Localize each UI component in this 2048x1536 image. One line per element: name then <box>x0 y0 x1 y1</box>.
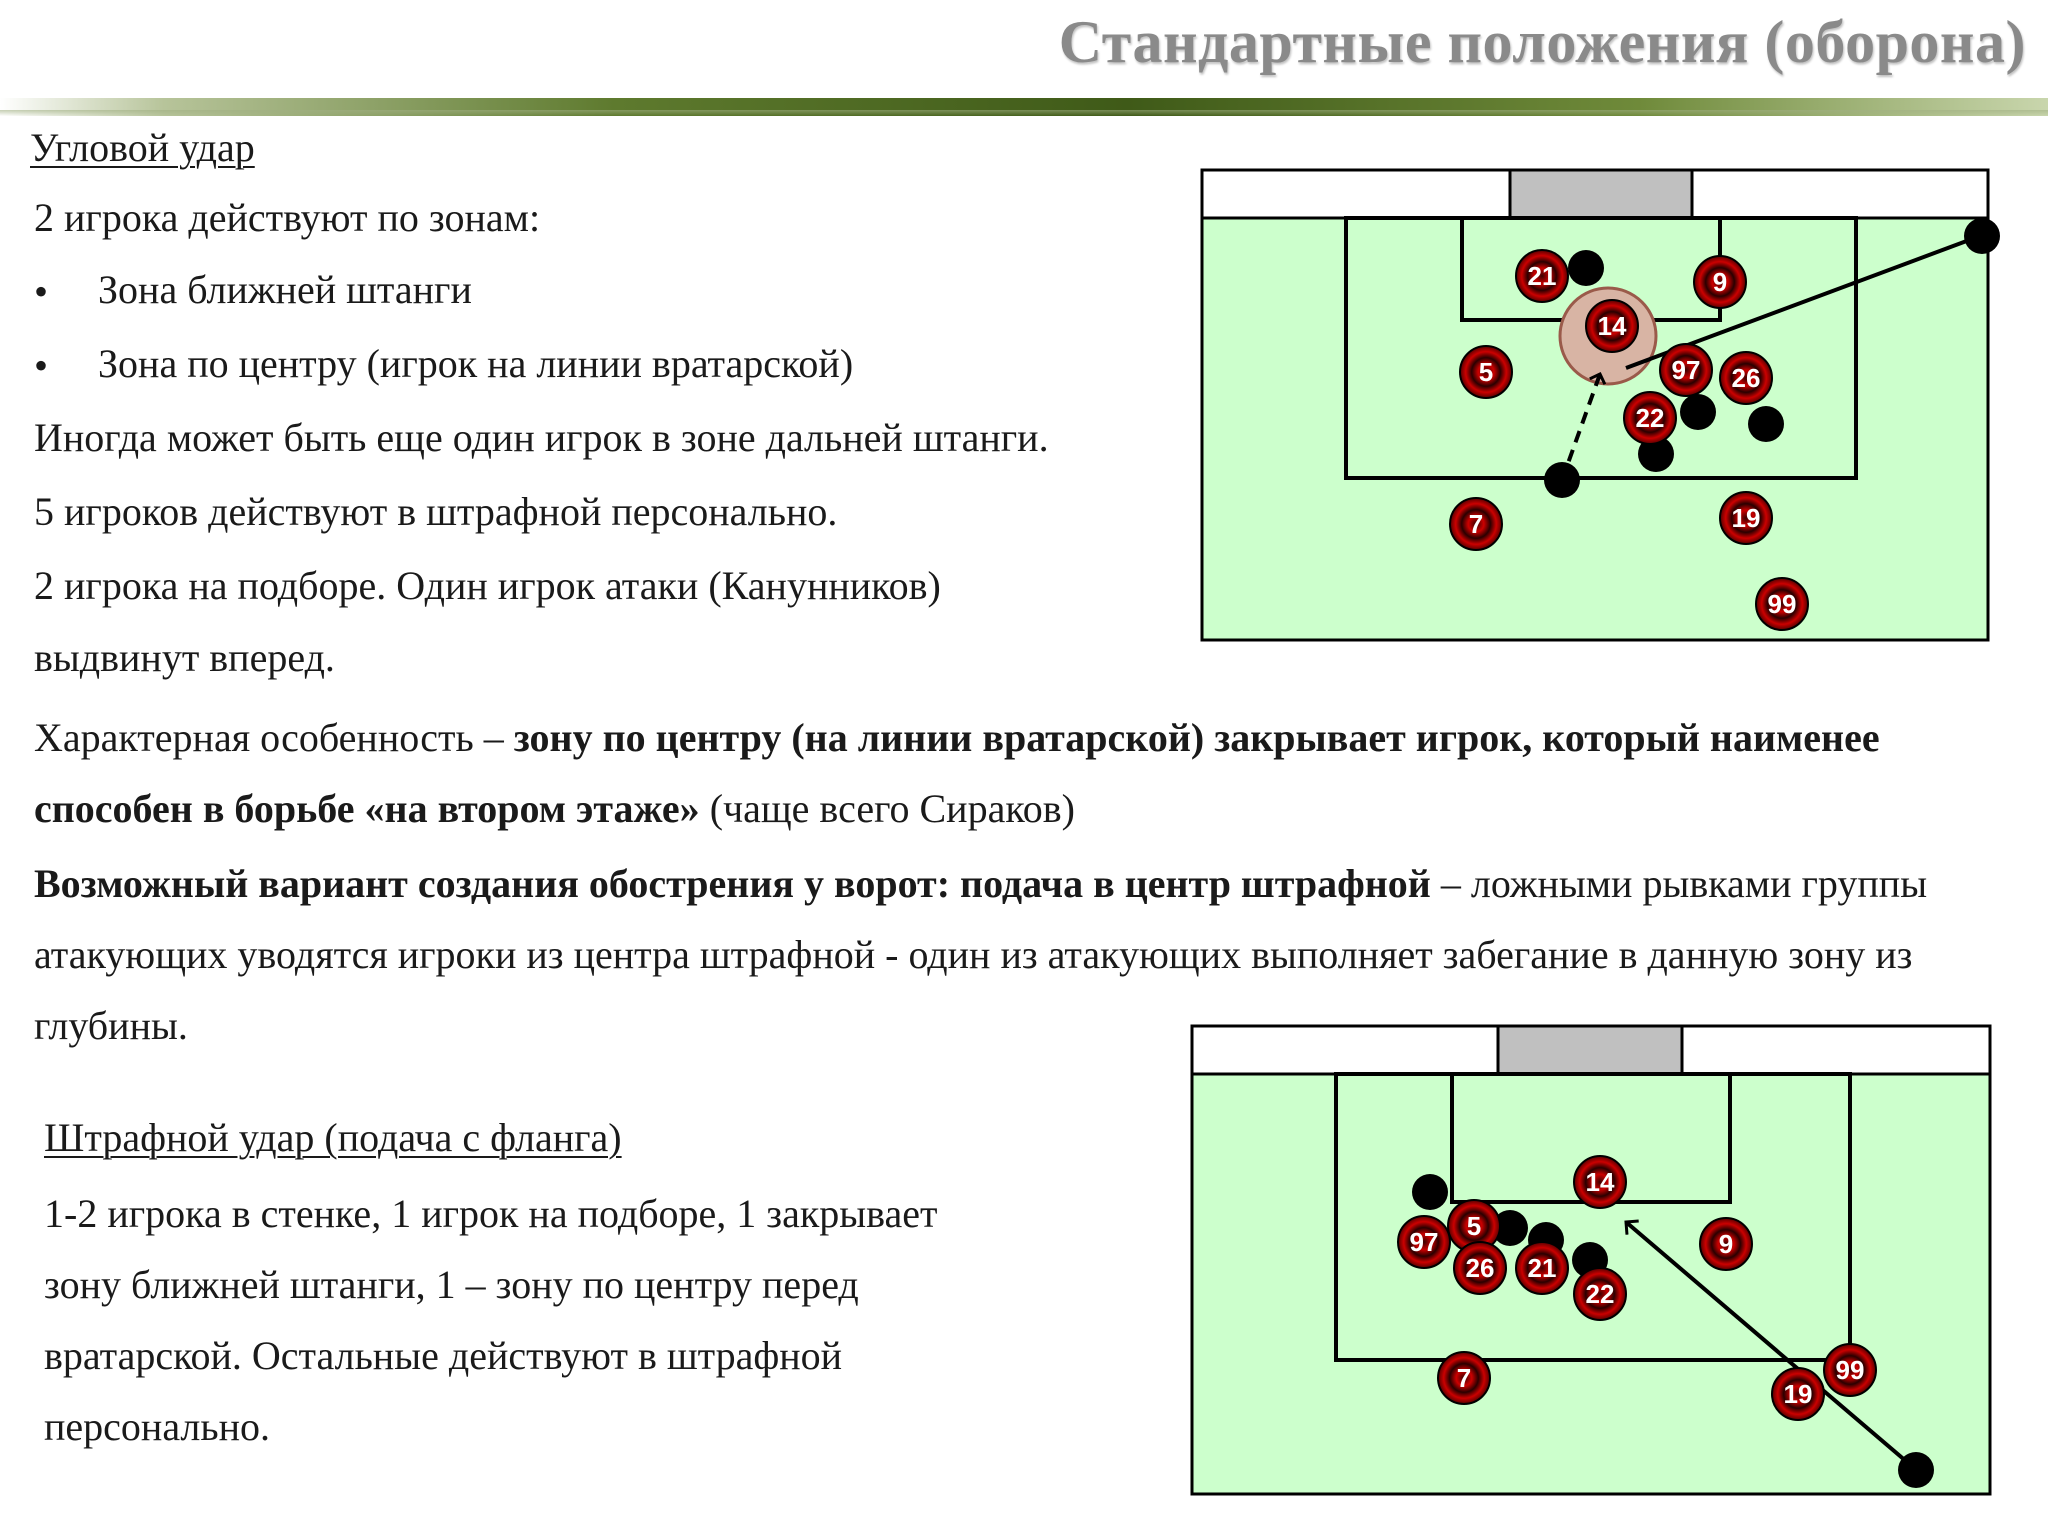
defender-99: 99 <box>1823 1343 1877 1397</box>
svg-text:14: 14 <box>1586 1167 1615 1197</box>
bullet-near-post: Зона ближней штанги <box>98 267 472 312</box>
cross-path <box>1626 1222 1916 1470</box>
svg-text:97: 97 <box>1410 1227 1439 1257</box>
svg-text:26: 26 <box>1466 1253 1495 1283</box>
goal <box>1496 1024 1684 1076</box>
feature-suffix: (чаще всего Сираков) <box>699 786 1075 831</box>
feature-bold: зону по центру (на линии вратарской) зак… <box>34 715 1880 831</box>
defender-7: 7 <box>1437 1351 1491 1405</box>
svg-text:14: 14 <box>1598 311 1627 341</box>
svg-text:19: 19 <box>1732 503 1761 533</box>
attacker-kick-taker <box>1898 1452 1934 1488</box>
corner-line-rebound-a: 2 игрока на подборе. Один игрок атаки (К… <box>34 563 941 608</box>
svg-text:22: 22 <box>1636 403 1665 433</box>
svg-text:21: 21 <box>1528 261 1557 291</box>
svg-text:7: 7 <box>1469 509 1483 539</box>
defender-21: 21 <box>1515 1241 1569 1295</box>
svg-text:26: 26 <box>1732 363 1761 393</box>
freekick-line-2: зону ближней штанги, 1 – зону по центру … <box>44 1262 859 1307</box>
corner-heading: Угловой удар <box>30 125 255 170</box>
svg-text:9: 9 <box>1713 267 1727 297</box>
slide-title: Стандартные положения (оборона) <box>1058 9 2026 75</box>
defender-9: 9 <box>1693 255 1747 309</box>
corner-pitch-svg: 21 9 14 5 97 26 22 7 19 99 <box>1200 168 2000 642</box>
attacker <box>1680 394 1716 430</box>
attacker <box>1412 1174 1448 1210</box>
svg-text:22: 22 <box>1586 1279 1615 1309</box>
attacker <box>1748 406 1784 442</box>
defender-99: 99 <box>1755 577 1809 631</box>
defender-21: 21 <box>1515 249 1569 303</box>
attacker <box>1544 462 1580 498</box>
defender-26: 26 <box>1719 351 1773 405</box>
defender-26: 26 <box>1453 1241 1507 1295</box>
svg-text:7: 7 <box>1457 1363 1471 1393</box>
corner-kick-diagram: 21 9 14 5 97 26 22 7 19 99 <box>1200 168 2000 642</box>
bullet-center-zone: Зона по центру (игрок на линии вратарско… <box>98 341 854 386</box>
svg-text:99: 99 <box>1836 1355 1865 1385</box>
bullet-icon: • <box>34 269 49 314</box>
svg-text:9: 9 <box>1719 1229 1733 1259</box>
corner-line-far-post: Иногда может быть еще один игрок в зоне … <box>34 415 1049 460</box>
svg-text:97: 97 <box>1672 355 1701 385</box>
corner-line-man-marking: 5 игроков действуют в штрафной персональ… <box>34 489 838 534</box>
defender-5: 5 <box>1459 345 1513 399</box>
defender-7: 7 <box>1449 497 1503 551</box>
freekick-line-3: вратарской. Остальные действуют в штрафн… <box>44 1333 843 1378</box>
freekick-line-4: персонально. <box>44 1404 271 1449</box>
freekick-pitch-svg: 14 97 5 26 21 9 22 7 19 99 <box>1190 1024 1992 1496</box>
svg-text:99: 99 <box>1768 589 1797 619</box>
corner-feature-paragraph: Характерная особенность – зону по центру… <box>34 702 1994 844</box>
defender-14: 14 <box>1585 299 1639 353</box>
defender-9: 9 <box>1699 1217 1753 1271</box>
freekick-line-1: 1-2 игрока в стенке, 1 игрок на подборе,… <box>44 1191 938 1236</box>
attacker <box>1638 436 1674 472</box>
attacker <box>1492 1210 1528 1246</box>
corner-variant-paragraph: Возможный вариант создания обострения у … <box>34 848 2002 1061</box>
variant-rest: – ложными рывками группы атакующих уводя… <box>34 861 1928 1048</box>
svg-text:5: 5 <box>1479 357 1493 387</box>
svg-text:5: 5 <box>1467 1211 1481 1241</box>
freekick-heading: Штрафной удар (подача с фланга) <box>44 1115 622 1160</box>
title-divider <box>0 98 2048 116</box>
svg-text:21: 21 <box>1528 1253 1557 1283</box>
goal <box>1508 168 1694 220</box>
free-kick-diagram: 14 97 5 26 21 9 22 7 19 99 <box>1190 1024 1992 1496</box>
corner-intro: 2 игрока действуют по зонам: <box>34 195 541 240</box>
defender-19: 19 <box>1771 1367 1825 1421</box>
corner-line-rebound-b: выдвинут вперед. <box>34 635 335 680</box>
attacker-corner-taker <box>1964 218 2000 254</box>
defender-19: 19 <box>1719 491 1773 545</box>
variant-bold: Возможный вариант создания обострения у … <box>34 861 1431 906</box>
bullet-icon: • <box>34 343 49 388</box>
attacker <box>1568 250 1604 286</box>
defender-14: 14 <box>1573 1155 1627 1209</box>
defender-97: 97 <box>1659 343 1713 397</box>
defender-22: 22 <box>1573 1267 1627 1321</box>
defender-5: 5 <box>1447 1199 1501 1253</box>
defender-97: 97 <box>1397 1215 1451 1269</box>
defender-22: 22 <box>1623 391 1677 445</box>
feature-prefix: Характерная особенность – <box>34 715 514 760</box>
svg-text:19: 19 <box>1784 1379 1813 1409</box>
